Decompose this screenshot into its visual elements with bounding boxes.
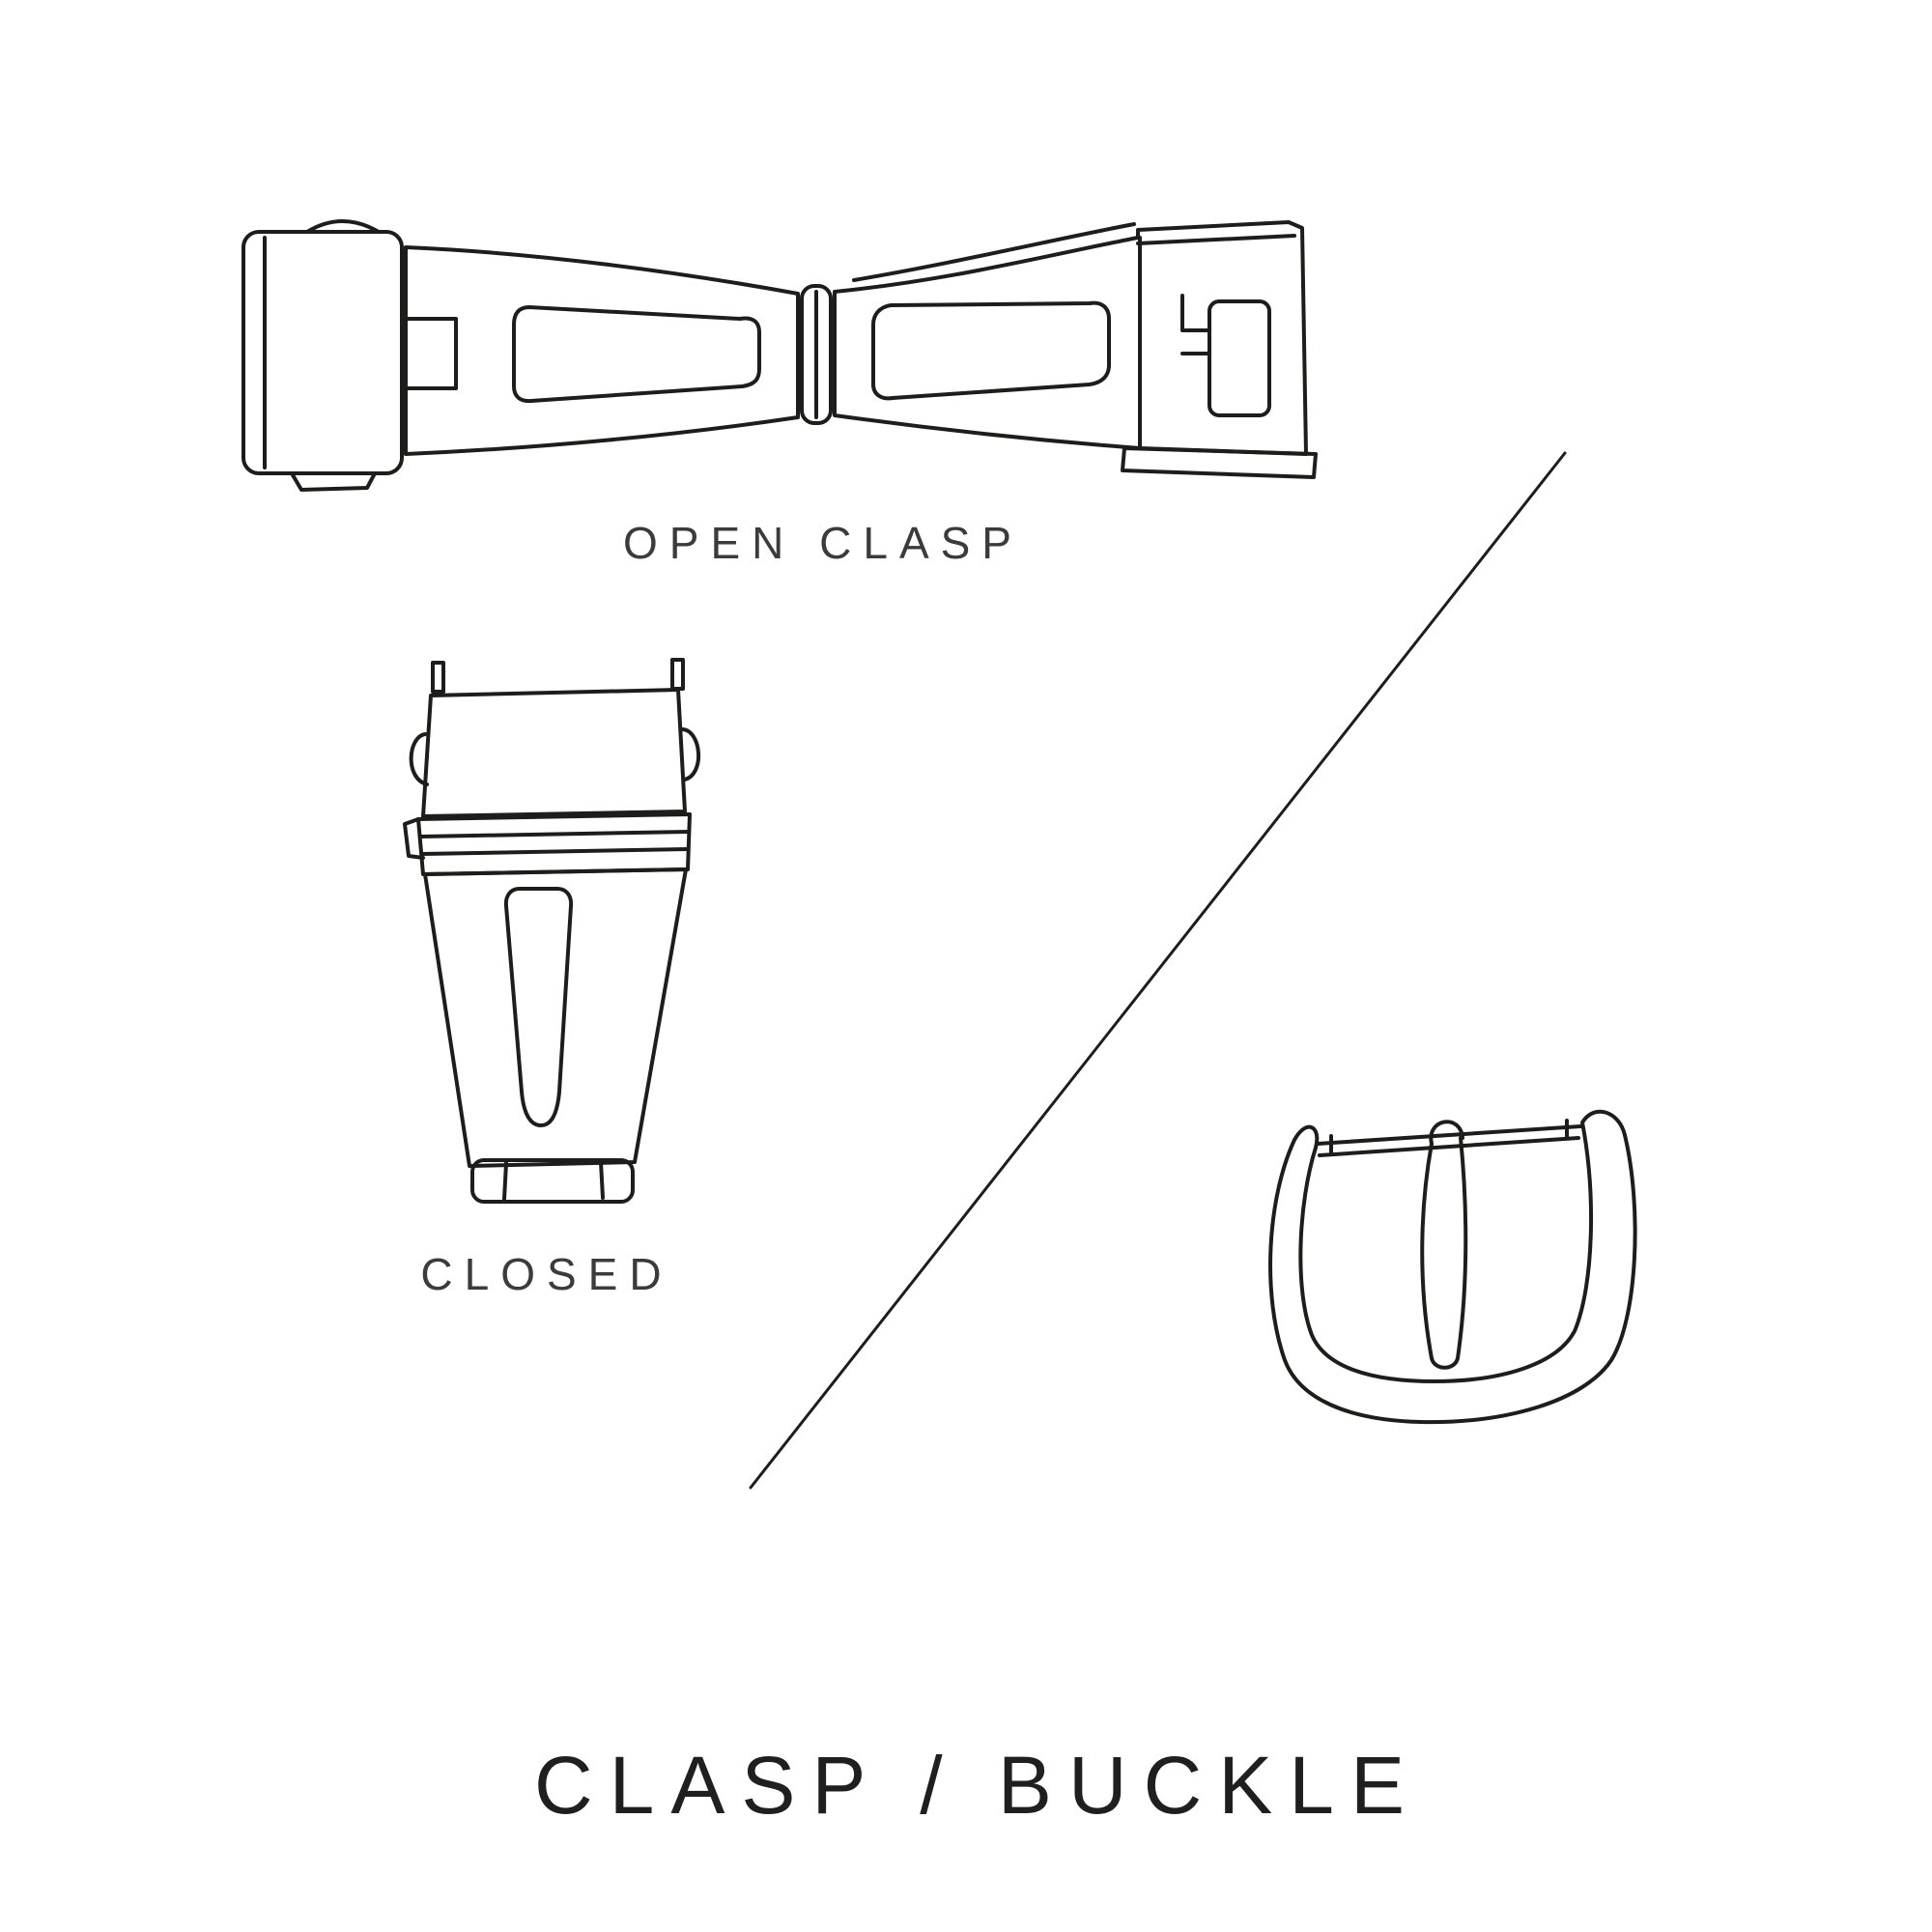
diagram-title: CLASP / BUCKLE: [533, 1740, 1422, 1831]
buckle-illustration: [1268, 1109, 1637, 1425]
open-clasp-illustration: [242, 219, 1318, 492]
closed-clasp-label: CLOSED: [420, 1249, 673, 1299]
open-clasp-label: OPEN CLASP: [623, 518, 1023, 568]
closed-clasp-illustration: [403, 658, 700, 1204]
divider-line: [749, 451, 1567, 1490]
